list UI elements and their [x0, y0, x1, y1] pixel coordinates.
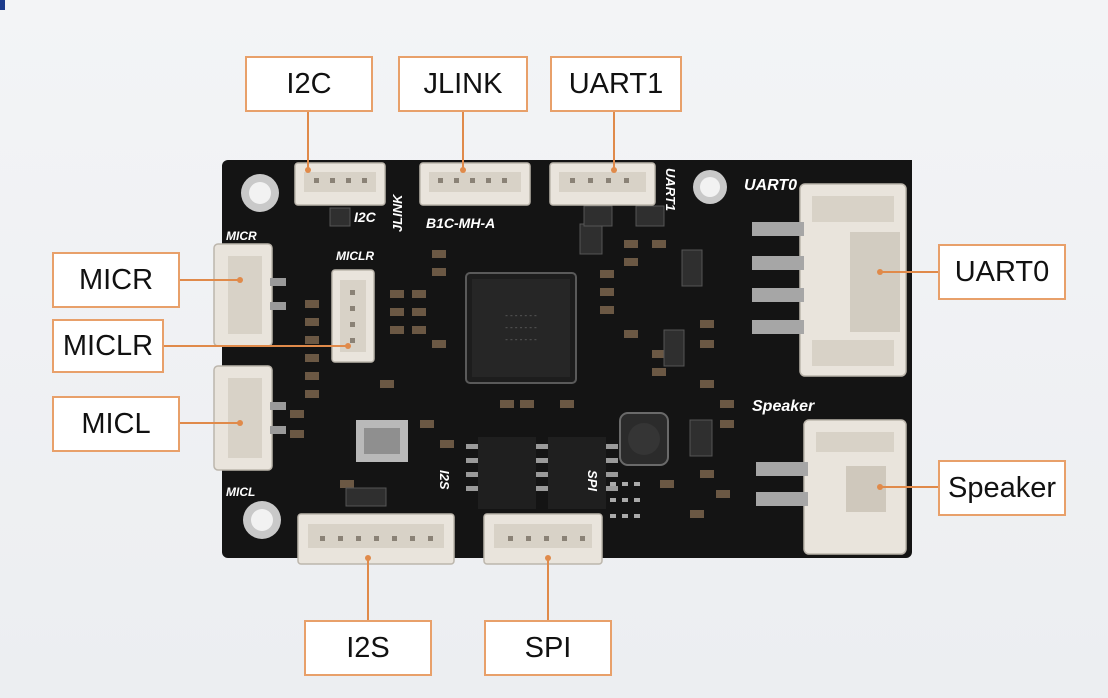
spi-connector	[483, 513, 603, 565]
silk-i2c: I2C	[354, 209, 377, 225]
label-speaker: Speaker	[938, 460, 1066, 516]
silk-micr: MICR	[226, 229, 257, 243]
label-i2s: I2S	[304, 620, 432, 676]
micl-connector	[213, 365, 286, 471]
svg-text:-------: -------	[504, 323, 538, 332]
silk-b1c: B1C-MH-A	[426, 215, 495, 231]
silk-uart1: UART1	[663, 168, 678, 211]
silk-miclr: MICLR	[336, 249, 374, 263]
i2s-connector	[297, 513, 455, 565]
label-uart1: UART1	[550, 56, 682, 112]
svg-text:-------: -------	[504, 335, 538, 344]
label-micr: MICR	[52, 252, 180, 308]
silk-speaker: Speaker	[752, 398, 815, 415]
corner-mark	[0, 0, 5, 10]
silk-spi: SPI	[585, 470, 600, 491]
smd-components-dark	[329, 205, 713, 507]
jlink-connector	[419, 162, 531, 206]
mounting-hole	[241, 174, 279, 212]
sop-pins	[466, 444, 618, 491]
mounting-hole	[243, 501, 281, 539]
miclr-connector	[331, 269, 375, 363]
label-micl: MICL	[52, 396, 180, 452]
label-jlink: JLINK	[398, 56, 528, 112]
label-i2c: I2C	[245, 56, 373, 112]
silk-uart0: UART0	[744, 177, 797, 194]
uart0-connector	[752, 183, 907, 377]
inductor	[619, 412, 669, 466]
smd-components	[290, 240, 734, 518]
resistor-array	[610, 482, 640, 518]
i2c-connector	[294, 162, 386, 206]
sop-chip-i2s	[478, 437, 536, 509]
label-spi: SPI	[484, 620, 612, 676]
silk-micl: MICL	[226, 485, 255, 499]
mounting-hole	[693, 170, 727, 204]
sop-chip-spi	[548, 437, 606, 509]
uart1-connector	[549, 162, 656, 206]
crystal	[356, 420, 408, 462]
silk-i2s: I2S	[437, 470, 452, 490]
svg-text:-------: -------	[504, 311, 538, 320]
micr-connector	[213, 243, 286, 347]
label-uart0: UART0	[938, 244, 1066, 300]
main-chip: ------- ------- -------	[465, 272, 577, 384]
silk-jlink: JLINK	[390, 193, 405, 232]
label-miclr: MICLR	[52, 319, 164, 373]
